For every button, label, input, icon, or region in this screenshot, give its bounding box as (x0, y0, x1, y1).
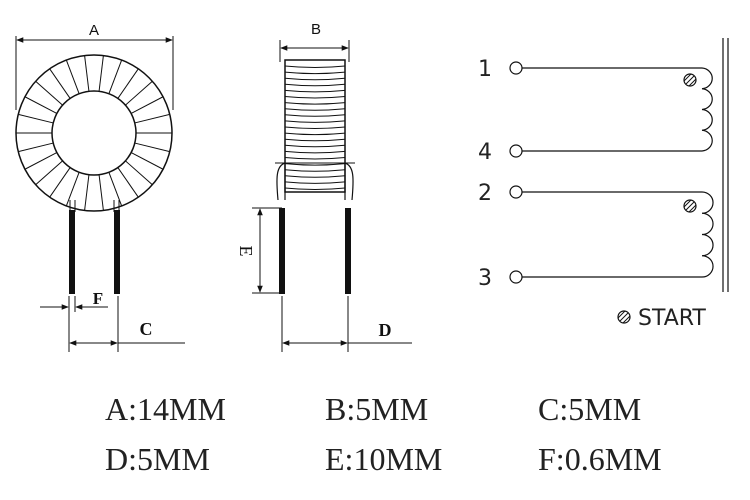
lead-right (114, 210, 120, 294)
winding-line (134, 142, 170, 153)
side-winding-line (284, 138, 346, 142)
side-winding-line (284, 108, 346, 111)
dim-label-d: D (379, 320, 392, 340)
winding-line (65, 172, 80, 207)
pin-1-terminal (509, 61, 523, 75)
winding-line (35, 160, 63, 186)
winding-line (49, 68, 71, 99)
spec-d: D:5MM (105, 441, 210, 477)
side-winding-line (284, 181, 346, 184)
winding-line (18, 113, 54, 124)
spec-b: B:5MM (325, 391, 428, 427)
dim-label-b: B (311, 21, 321, 38)
transformer-schematic: 1 4 2 3 START (478, 38, 729, 331)
pin-2-terminal (509, 185, 523, 199)
side-lead-right (345, 208, 351, 294)
side-winding-line (284, 187, 346, 190)
start-legend-label: START (638, 306, 706, 331)
winding-line (98, 55, 104, 92)
side-windings (284, 65, 346, 190)
spec-table: A:14MM B:5MM C:5MM D:5MM E:10MM F:0.6MM (105, 391, 662, 477)
side-winding-line (284, 144, 346, 148)
side-winding-line (284, 102, 346, 105)
pin-3-terminal (509, 270, 523, 284)
winding-line (130, 96, 164, 114)
winding-line (130, 152, 164, 170)
side-winding-line (284, 175, 346, 178)
side-winding-line (284, 150, 346, 154)
winding-line (134, 113, 170, 124)
pin-label-4: 4 (478, 140, 492, 165)
winding-line (125, 160, 153, 186)
side-winding-line (284, 96, 346, 99)
spec-c: C:5MM (538, 391, 641, 427)
lead-left (69, 210, 75, 294)
winding-line (49, 167, 71, 198)
pin-label-2: 2 (478, 181, 492, 206)
side-winding-line (284, 157, 346, 160)
toroid-windings (16, 55, 172, 211)
winding-line (125, 80, 153, 106)
side-winding-line (284, 132, 346, 136)
side-winding-line (284, 77, 346, 81)
winding-line (24, 96, 58, 114)
winding-line (35, 80, 63, 106)
side-winding-line (284, 126, 346, 129)
start-legend-dot (617, 310, 631, 324)
side-winding-line (284, 89, 346, 93)
pin-4-terminal (509, 144, 523, 158)
winding-line (65, 59, 80, 94)
start-dot-lower (683, 199, 697, 213)
winding-line (18, 142, 54, 153)
spec-e: E:10MM (325, 441, 442, 477)
side-winding-line (284, 163, 346, 166)
side-winding-line (284, 71, 346, 75)
side-winding-line (284, 65, 346, 68)
winding-line (108, 59, 123, 94)
dim-label-e: E (236, 246, 256, 257)
dim-label-a: A (89, 22, 99, 39)
winding-line (108, 172, 123, 207)
winding-line (98, 174, 104, 211)
toroid-inner-ring (51, 90, 137, 176)
winding-line (24, 152, 58, 170)
dim-label-c: C (140, 319, 153, 339)
winding-line (117, 167, 139, 198)
pin-label-1: 1 (478, 57, 492, 82)
pin-label-3: 3 (478, 266, 492, 291)
winding-line (84, 55, 90, 92)
side-winding-line (284, 169, 346, 172)
dim-label-f: F (93, 289, 103, 308)
spec-f: F:0.6MM (538, 441, 662, 477)
side-winding-line (284, 114, 346, 117)
start-dot-upper (683, 73, 697, 87)
side-lead-left (279, 208, 285, 294)
winding-line (117, 68, 139, 99)
side-winding-line (284, 83, 346, 87)
toroid-top-view: A F C (15, 22, 185, 352)
winding-line (84, 174, 90, 211)
toroid-side-view: B E D (236, 21, 412, 352)
side-winding-line (284, 120, 346, 123)
spec-a: A:14MM (105, 391, 226, 427)
